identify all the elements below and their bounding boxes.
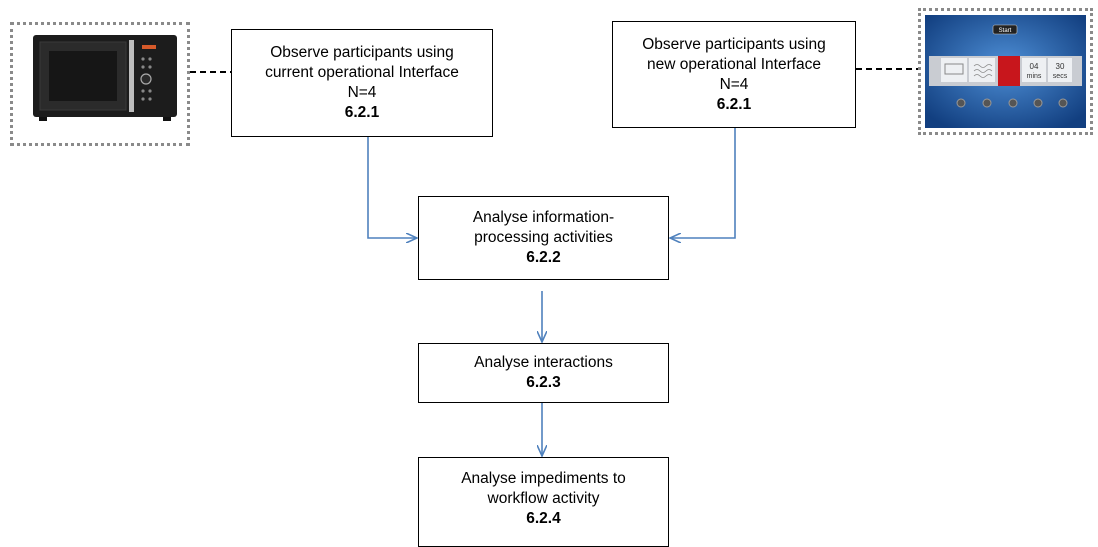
box-line: Observe participants using xyxy=(270,44,454,61)
seconds-unit: secs xyxy=(1053,73,1068,80)
knob-3 xyxy=(1008,98,1018,108)
touchscreen-illustration: Start 04 mins 30 secs xyxy=(925,15,1086,128)
box-line: Analyse interactions xyxy=(474,354,613,371)
box-line: N=4 xyxy=(347,84,377,101)
section-ref: 6.2.1 xyxy=(344,104,380,121)
box-line: current operational Interface xyxy=(265,64,459,81)
current-interface-image xyxy=(10,22,190,146)
box-analyse-info: Analyse information- processing activiti… xyxy=(418,196,669,280)
knob-1 xyxy=(956,98,966,108)
power-level-icon xyxy=(998,56,1020,86)
box-line: Observe participants using xyxy=(642,35,826,53)
knob-2 xyxy=(982,98,992,108)
section-ref: 6.2.3 xyxy=(526,374,561,391)
section-ref: 6.2.4 xyxy=(526,510,561,527)
microwave-illustration xyxy=(33,35,177,121)
box-analyse-interactions: Analyse interactions 6.2.3 xyxy=(418,343,669,403)
seconds-value: 30 xyxy=(1056,62,1065,71)
box-line: N=4 xyxy=(719,75,749,93)
box-observe-current: Observe participants using current opera… xyxy=(231,29,493,137)
minutes-value: 04 xyxy=(1030,62,1039,71)
new-interface-image: Start 04 mins 30 secs xyxy=(918,8,1093,135)
box-line: Analyse information- xyxy=(472,209,615,226)
box-observe-new: Observe participants using new operation… xyxy=(612,21,856,128)
box-analyse-impediments: Analyse impediments to workflow activity… xyxy=(418,457,669,547)
section-ref: 6.2.2 xyxy=(526,249,561,266)
box-line: processing activities xyxy=(474,229,613,246)
box-line: workflow activity xyxy=(487,490,600,507)
box-line: new operational Interface xyxy=(646,55,822,73)
arrow-current-to-analyse-info xyxy=(367,137,417,238)
section-ref: 6.2.1 xyxy=(716,95,752,113)
start-button xyxy=(992,24,1018,35)
arrow-new-to-analyse-info xyxy=(670,128,736,238)
minutes-unit: mins xyxy=(1027,73,1042,80)
knob-4 xyxy=(1033,98,1043,108)
box-line: Analyse impediments to xyxy=(461,470,626,487)
knob-5 xyxy=(1058,98,1068,108)
start-label: Start xyxy=(999,28,1012,34)
